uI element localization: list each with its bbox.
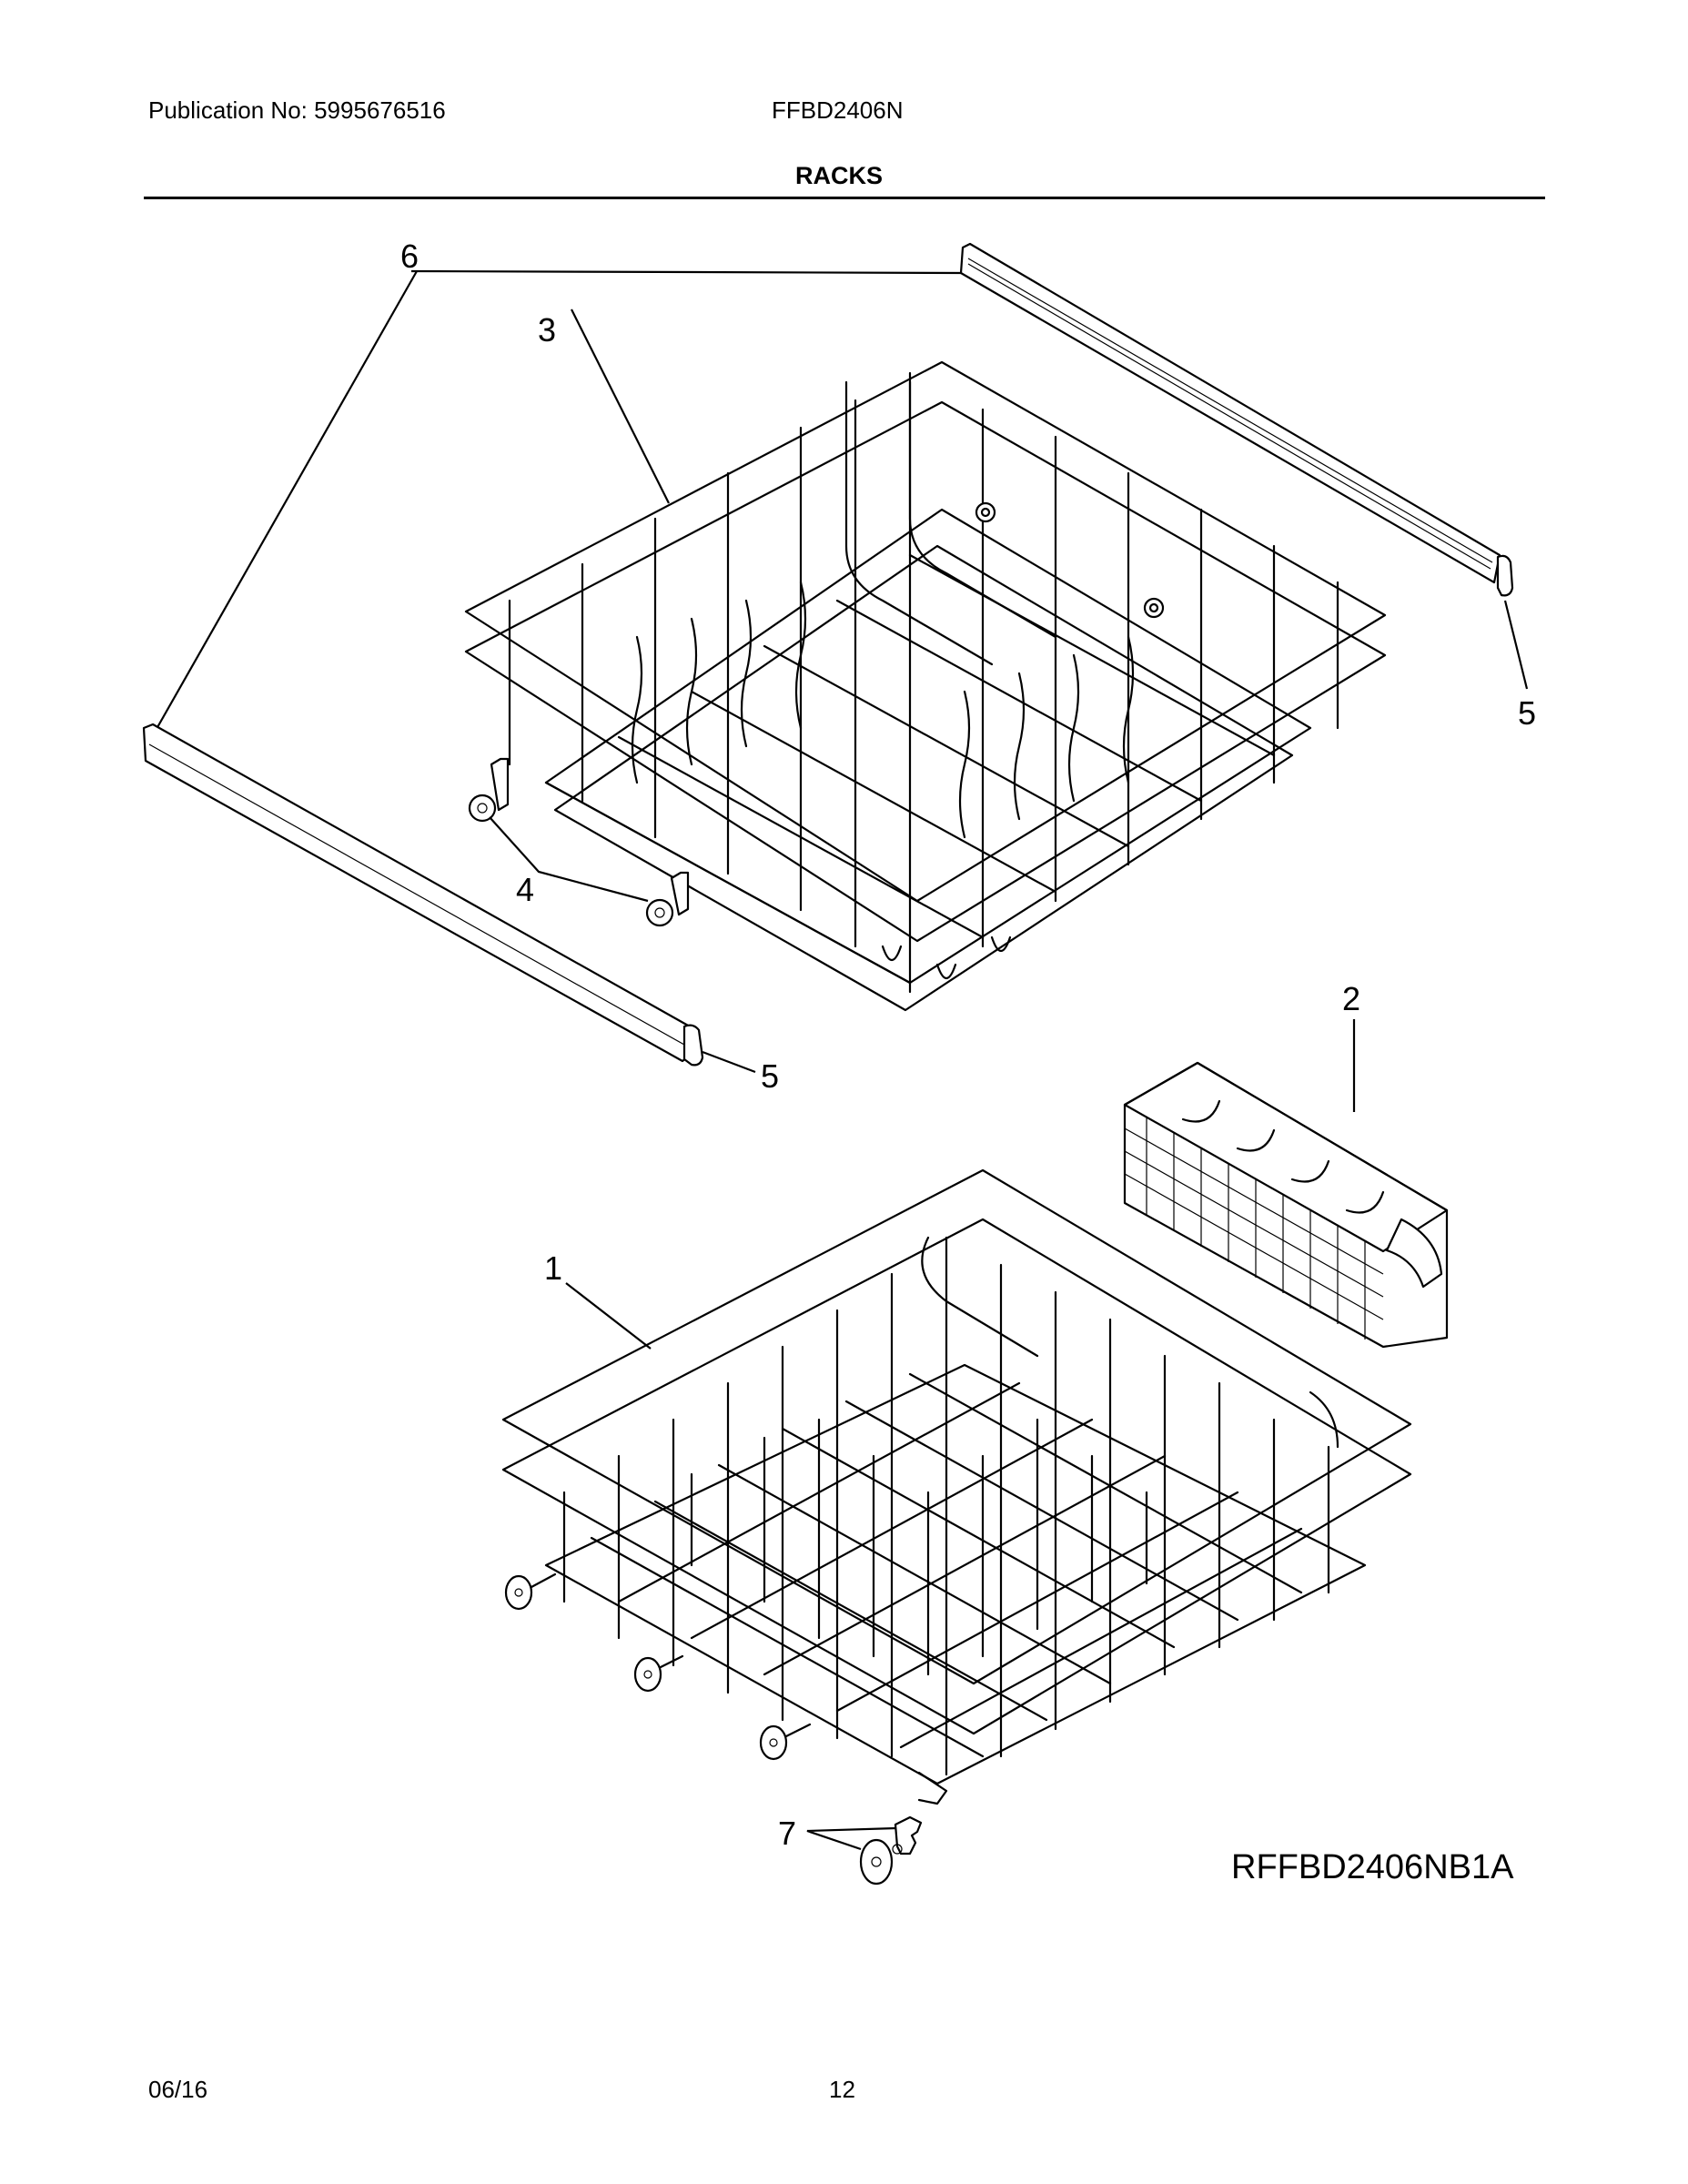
callout-7-label: 7 — [778, 1815, 796, 1852]
model-number: FFBD2406N — [772, 96, 904, 124]
callout-5-right: 5 — [1503, 600, 1536, 732]
callout-2: 2 — [1342, 980, 1360, 1112]
callout-4-label: 4 — [516, 871, 534, 908]
callout-4: 4 — [489, 816, 649, 908]
callout-3: 3 — [538, 308, 670, 504]
callout-7: 7 — [778, 1815, 897, 1852]
figure-code: RFFBD2406NB1A — [1231, 1848, 1514, 1886]
footer-date: 06/16 — [148, 2076, 208, 2103]
lower-rack — [501, 1168, 1412, 1805]
upper-rack — [464, 360, 1387, 1012]
callout-3-label: 3 — [538, 311, 556, 349]
publication-number: Publication No: 5995676516 — [148, 96, 446, 124]
callout-1-label: 1 — [544, 1249, 562, 1287]
callout-1: 1 — [544, 1249, 652, 1350]
header-divider — [144, 197, 1545, 199]
upper-rack-rollers — [468, 757, 690, 927]
callout-5-left-label: 5 — [761, 1057, 779, 1095]
upper-rack-track-left — [142, 723, 692, 1063]
lower-rack-wheel-and-clip — [859, 1815, 923, 1886]
callout-2-label: 2 — [1342, 980, 1360, 1017]
rack-track-end-cap-left — [682, 1024, 704, 1067]
section-title: RACKS — [795, 162, 884, 189]
upper-rack-track-right — [959, 242, 1501, 584]
callout-6: 6 — [152, 238, 965, 736]
callout-5-left: 5 — [702, 1050, 779, 1095]
lower-rack-wheels — [504, 1572, 812, 1761]
rack-track-end-cap-right — [1496, 554, 1514, 597]
page-number: 12 — [829, 2076, 855, 2103]
silverware-basket — [1123, 1061, 1449, 1349]
callout-6-label: 6 — [400, 238, 419, 275]
callout-5-right-label: 5 — [1518, 694, 1536, 732]
